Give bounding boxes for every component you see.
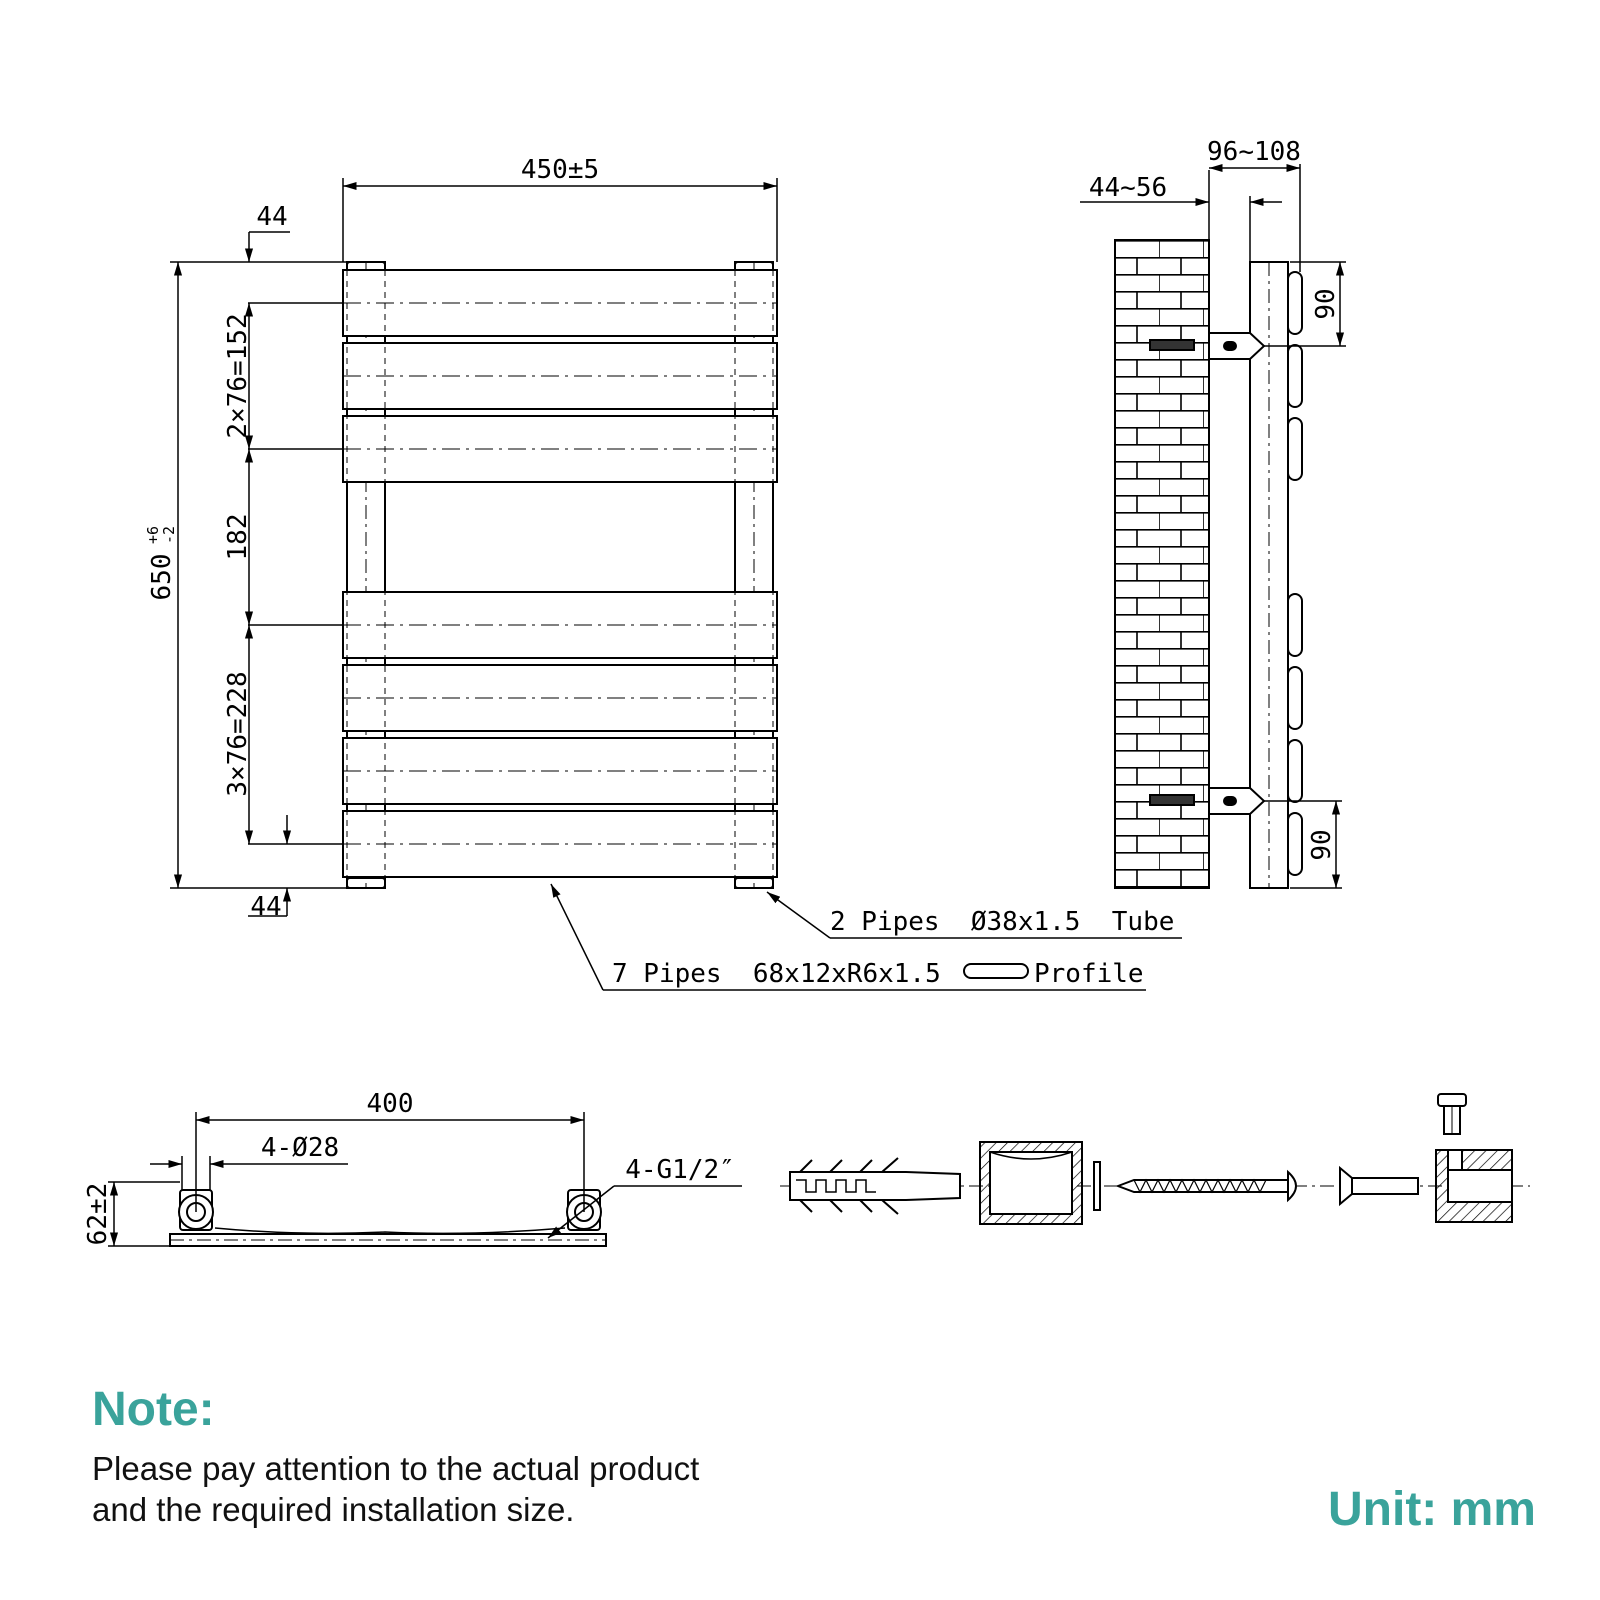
wall-gap-dimension: 44~56 [1089, 173, 1167, 203]
height-tolerance-minus: -2 [160, 526, 178, 544]
bottom-view [108, 1112, 742, 1247]
washer-icon [1093, 1161, 1101, 1211]
brick-wall [1114, 239, 1210, 889]
side-view [1080, 163, 1346, 889]
width-dimension: 450±5 [521, 155, 599, 185]
holes-dimension: 4-Ø28 [261, 1133, 339, 1163]
front-view [170, 178, 1182, 991]
bottom-offset-dimension: 44 [250, 892, 281, 922]
height-tolerance-plus: +6 [144, 526, 162, 544]
total-depth-dimension: 96~108 [1207, 137, 1301, 167]
front-view-labels: 450±5 44 44 650 +6 -2 2×76=152 182 3×76=… [144, 155, 1174, 989]
top-offset-dimension: 44 [256, 202, 287, 232]
note-body: Please pay attention to the actual produ… [92, 1448, 812, 1530]
note-title: Note: [92, 1383, 215, 1436]
grub-screw-icon [1437, 1093, 1467, 1135]
upper-spacing-dimension: 2×76=152 [223, 313, 253, 438]
bracket-cap-icon [1435, 1149, 1513, 1223]
side-view-labels: 44~56 96~108 90 90 [1089, 137, 1341, 861]
note-line-1: Please pay attention to the actual produ… [92, 1450, 700, 1487]
horizontal-bars [342, 269, 778, 878]
tube-callout: 2 Pipes Ø38x1.5 Tube [830, 907, 1174, 937]
centers-dimension: 400 [367, 1089, 414, 1119]
wall-plug-icon [789, 1157, 961, 1215]
bottom-view-labels: 400 4-Ø28 4-G1/2″ 62±2 [83, 1089, 735, 1245]
profile-callout-suffix: Profile [1034, 959, 1144, 989]
top-bracket-dimension: 90 [1311, 288, 1341, 319]
profile-callout: 7 Pipes 68x12xR6x1.5 [612, 959, 941, 989]
svg-text:650: 650 [147, 554, 177, 601]
fixing-kit [780, 1093, 1530, 1225]
unit-label: Unit: mm [1328, 1483, 1536, 1536]
lower-spacing-dimension: 3×76=228 [223, 671, 253, 796]
screw-icon [1115, 1169, 1297, 1203]
bolt-icon [1339, 1165, 1419, 1207]
gap-spacing-dimension: 182 [223, 514, 253, 561]
thread-callout: 4-G1/2″ [625, 1155, 735, 1185]
note-line-2: and the required installation size. [92, 1491, 575, 1528]
wall-bracket-top [1149, 332, 1266, 360]
spacer-sleeve-icon [979, 1141, 1083, 1225]
height-dimension: 650 +6 -2 [144, 526, 178, 601]
bottom-bracket-dimension: 90 [1307, 829, 1337, 860]
height-62-dimension: 62±2 [83, 1183, 113, 1246]
wall-bracket-bottom [1149, 787, 1266, 815]
